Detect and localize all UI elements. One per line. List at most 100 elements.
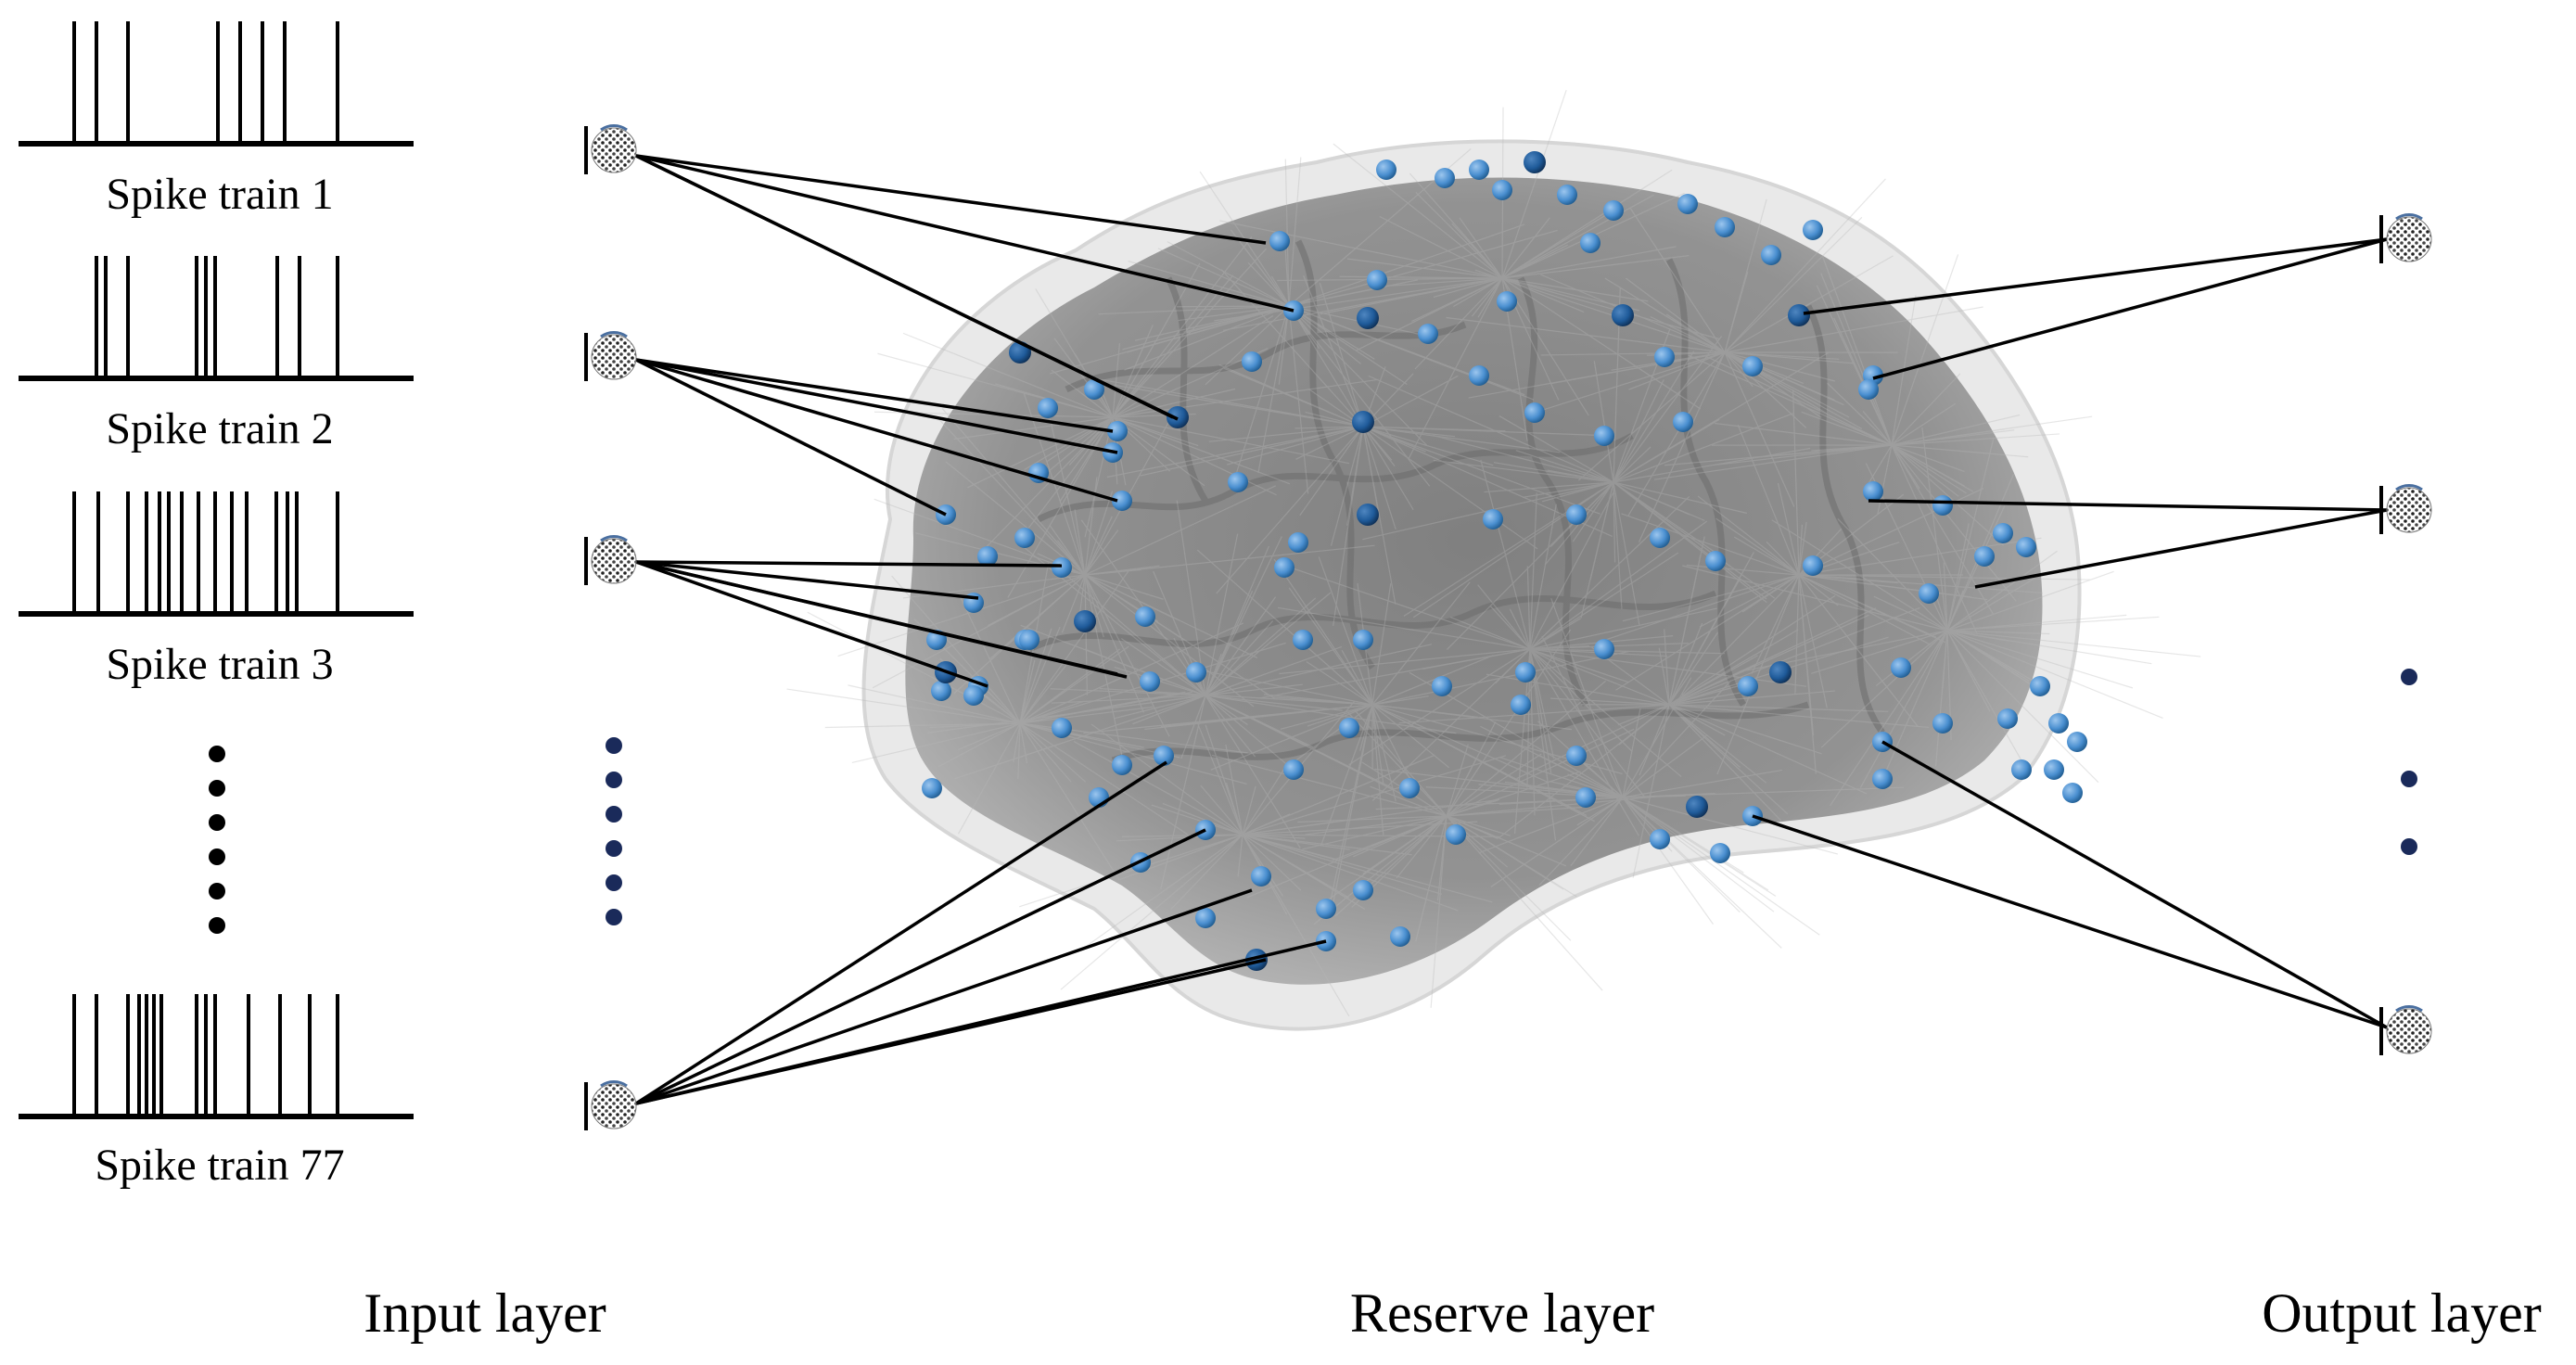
- mesh-line: [1946, 570, 2114, 631]
- reserve-neuron: [1107, 421, 1128, 441]
- mesh-line: [1019, 664, 1067, 724]
- mesh-line: [1112, 416, 1277, 496]
- mesh-line: [1019, 722, 1120, 881]
- mesh-line: [1106, 426, 1364, 478]
- mesh-line: [1346, 258, 1503, 279]
- mesh-line: [1501, 244, 1568, 279]
- mesh-line: [1068, 416, 1114, 466]
- mesh-line: [1288, 223, 1525, 307]
- mesh-line: [1724, 351, 1855, 364]
- mesh-line: [1362, 426, 1393, 461]
- mesh-line: [1946, 630, 2134, 689]
- mesh-line: [1162, 802, 1243, 836]
- mesh-line: [937, 418, 1086, 576]
- reserve-neuron: [1352, 411, 1374, 433]
- mesh-line: [1622, 786, 1904, 798]
- mesh-line: [1371, 581, 1471, 706]
- mesh-line: [1724, 351, 1795, 507]
- mesh-line: [1112, 236, 1253, 418]
- mesh-line: [1498, 704, 1670, 839]
- mesh-line: [1205, 590, 1254, 696]
- mesh-line: [1214, 277, 1503, 322]
- reserve-neuron: [1339, 718, 1359, 738]
- mesh-line: [1589, 481, 1614, 580]
- spike-train-3: [19, 491, 414, 617]
- mesh-line: [1658, 647, 1670, 706]
- mesh-line: [1063, 571, 1206, 696]
- mesh-line: [1946, 616, 2160, 631]
- mesh-line: [1668, 704, 1767, 784]
- mesh-line: [1613, 447, 1811, 483]
- mesh-line: [1242, 834, 1306, 839]
- mesh-line: [1084, 416, 1114, 538]
- reserve-neuron: [1283, 759, 1304, 780]
- mesh-line: [988, 574, 1086, 627]
- mesh-line: [1019, 627, 1061, 724]
- mesh-line: [1593, 361, 1614, 483]
- mesh-line: [1371, 582, 1392, 706]
- mesh-line: [1379, 215, 1503, 279]
- mesh-line: [1320, 815, 1447, 906]
- mesh-line: [1613, 481, 1640, 627]
- mesh-line: [877, 352, 1114, 418]
- mesh-line: [1668, 607, 1877, 706]
- mesh-line: [1242, 834, 1459, 912]
- reserve-neuron: [1524, 402, 1545, 423]
- mesh-line: [1284, 159, 1290, 307]
- reserve-neuron: [1677, 194, 1698, 214]
- mesh-line: [1811, 444, 1893, 452]
- mesh-line: [1716, 574, 1800, 775]
- mesh-line: [1049, 418, 1086, 576]
- mesh-line: [1242, 754, 1435, 836]
- mesh-line: [1668, 704, 1782, 822]
- mesh-line: [786, 688, 1021, 724]
- input-neurons: [584, 123, 637, 1130]
- reserve-neuron: [1367, 270, 1387, 290]
- mesh-line: [1798, 574, 2043, 594]
- mesh-line: [1205, 683, 1303, 696]
- mesh-line: [1501, 206, 1621, 279]
- reserve-neuron: [1376, 159, 1396, 180]
- mesh-line: [1098, 305, 1290, 315]
- mesh-line: [1622, 797, 1769, 891]
- mesh-line: [1668, 704, 1889, 712]
- reserve-neuron: [1715, 217, 1735, 237]
- mesh-line: [1798, 574, 1972, 598]
- mesh-line: [1529, 648, 1639, 836]
- mesh-line: [1446, 629, 1572, 817]
- mesh-line: [1628, 351, 1726, 390]
- mesh-line: [1501, 277, 1649, 302]
- mesh-line: [1084, 574, 1255, 708]
- mesh-line: [1478, 784, 1624, 798]
- mesh-line: [1653, 444, 1893, 480]
- mesh-line: [1798, 574, 2091, 580]
- mesh-line: [1498, 797, 1624, 805]
- reserve-neuron: [1769, 661, 1792, 683]
- connection-line: [1974, 508, 2388, 589]
- mesh-line: [1318, 556, 1373, 706]
- reserve-neuron: [1154, 746, 1174, 766]
- mesh-line: [1333, 143, 1503, 279]
- mesh-line: [1724, 198, 1767, 353]
- mesh-line: [1446, 316, 1726, 353]
- mesh-line: [1205, 695, 1315, 749]
- reserve-neuron: [2067, 732, 2087, 752]
- mesh-line: [1013, 722, 1021, 763]
- mesh-line: [1371, 815, 1447, 847]
- reserve-neuron: [1316, 899, 1336, 919]
- mesh-line: [1576, 797, 1624, 826]
- reserve-neuron: [1019, 630, 1039, 650]
- mesh-line: [1724, 351, 1835, 382]
- mesh-line: [1522, 481, 1614, 498]
- mesh-line: [1288, 305, 1427, 446]
- reserve-neuron: [1650, 528, 1670, 548]
- reserve-neuron: [1074, 610, 1096, 632]
- mesh-line: [1235, 305, 1290, 474]
- reserve-neuron: [1353, 630, 1373, 650]
- connection-line: [635, 560, 988, 688]
- mesh-line: [1529, 612, 1568, 650]
- ellipsis-dot: [2401, 771, 2417, 787]
- mesh-line: [1205, 536, 1282, 696]
- mesh-line: [1220, 269, 1364, 427]
- mesh-line: [1348, 648, 1531, 766]
